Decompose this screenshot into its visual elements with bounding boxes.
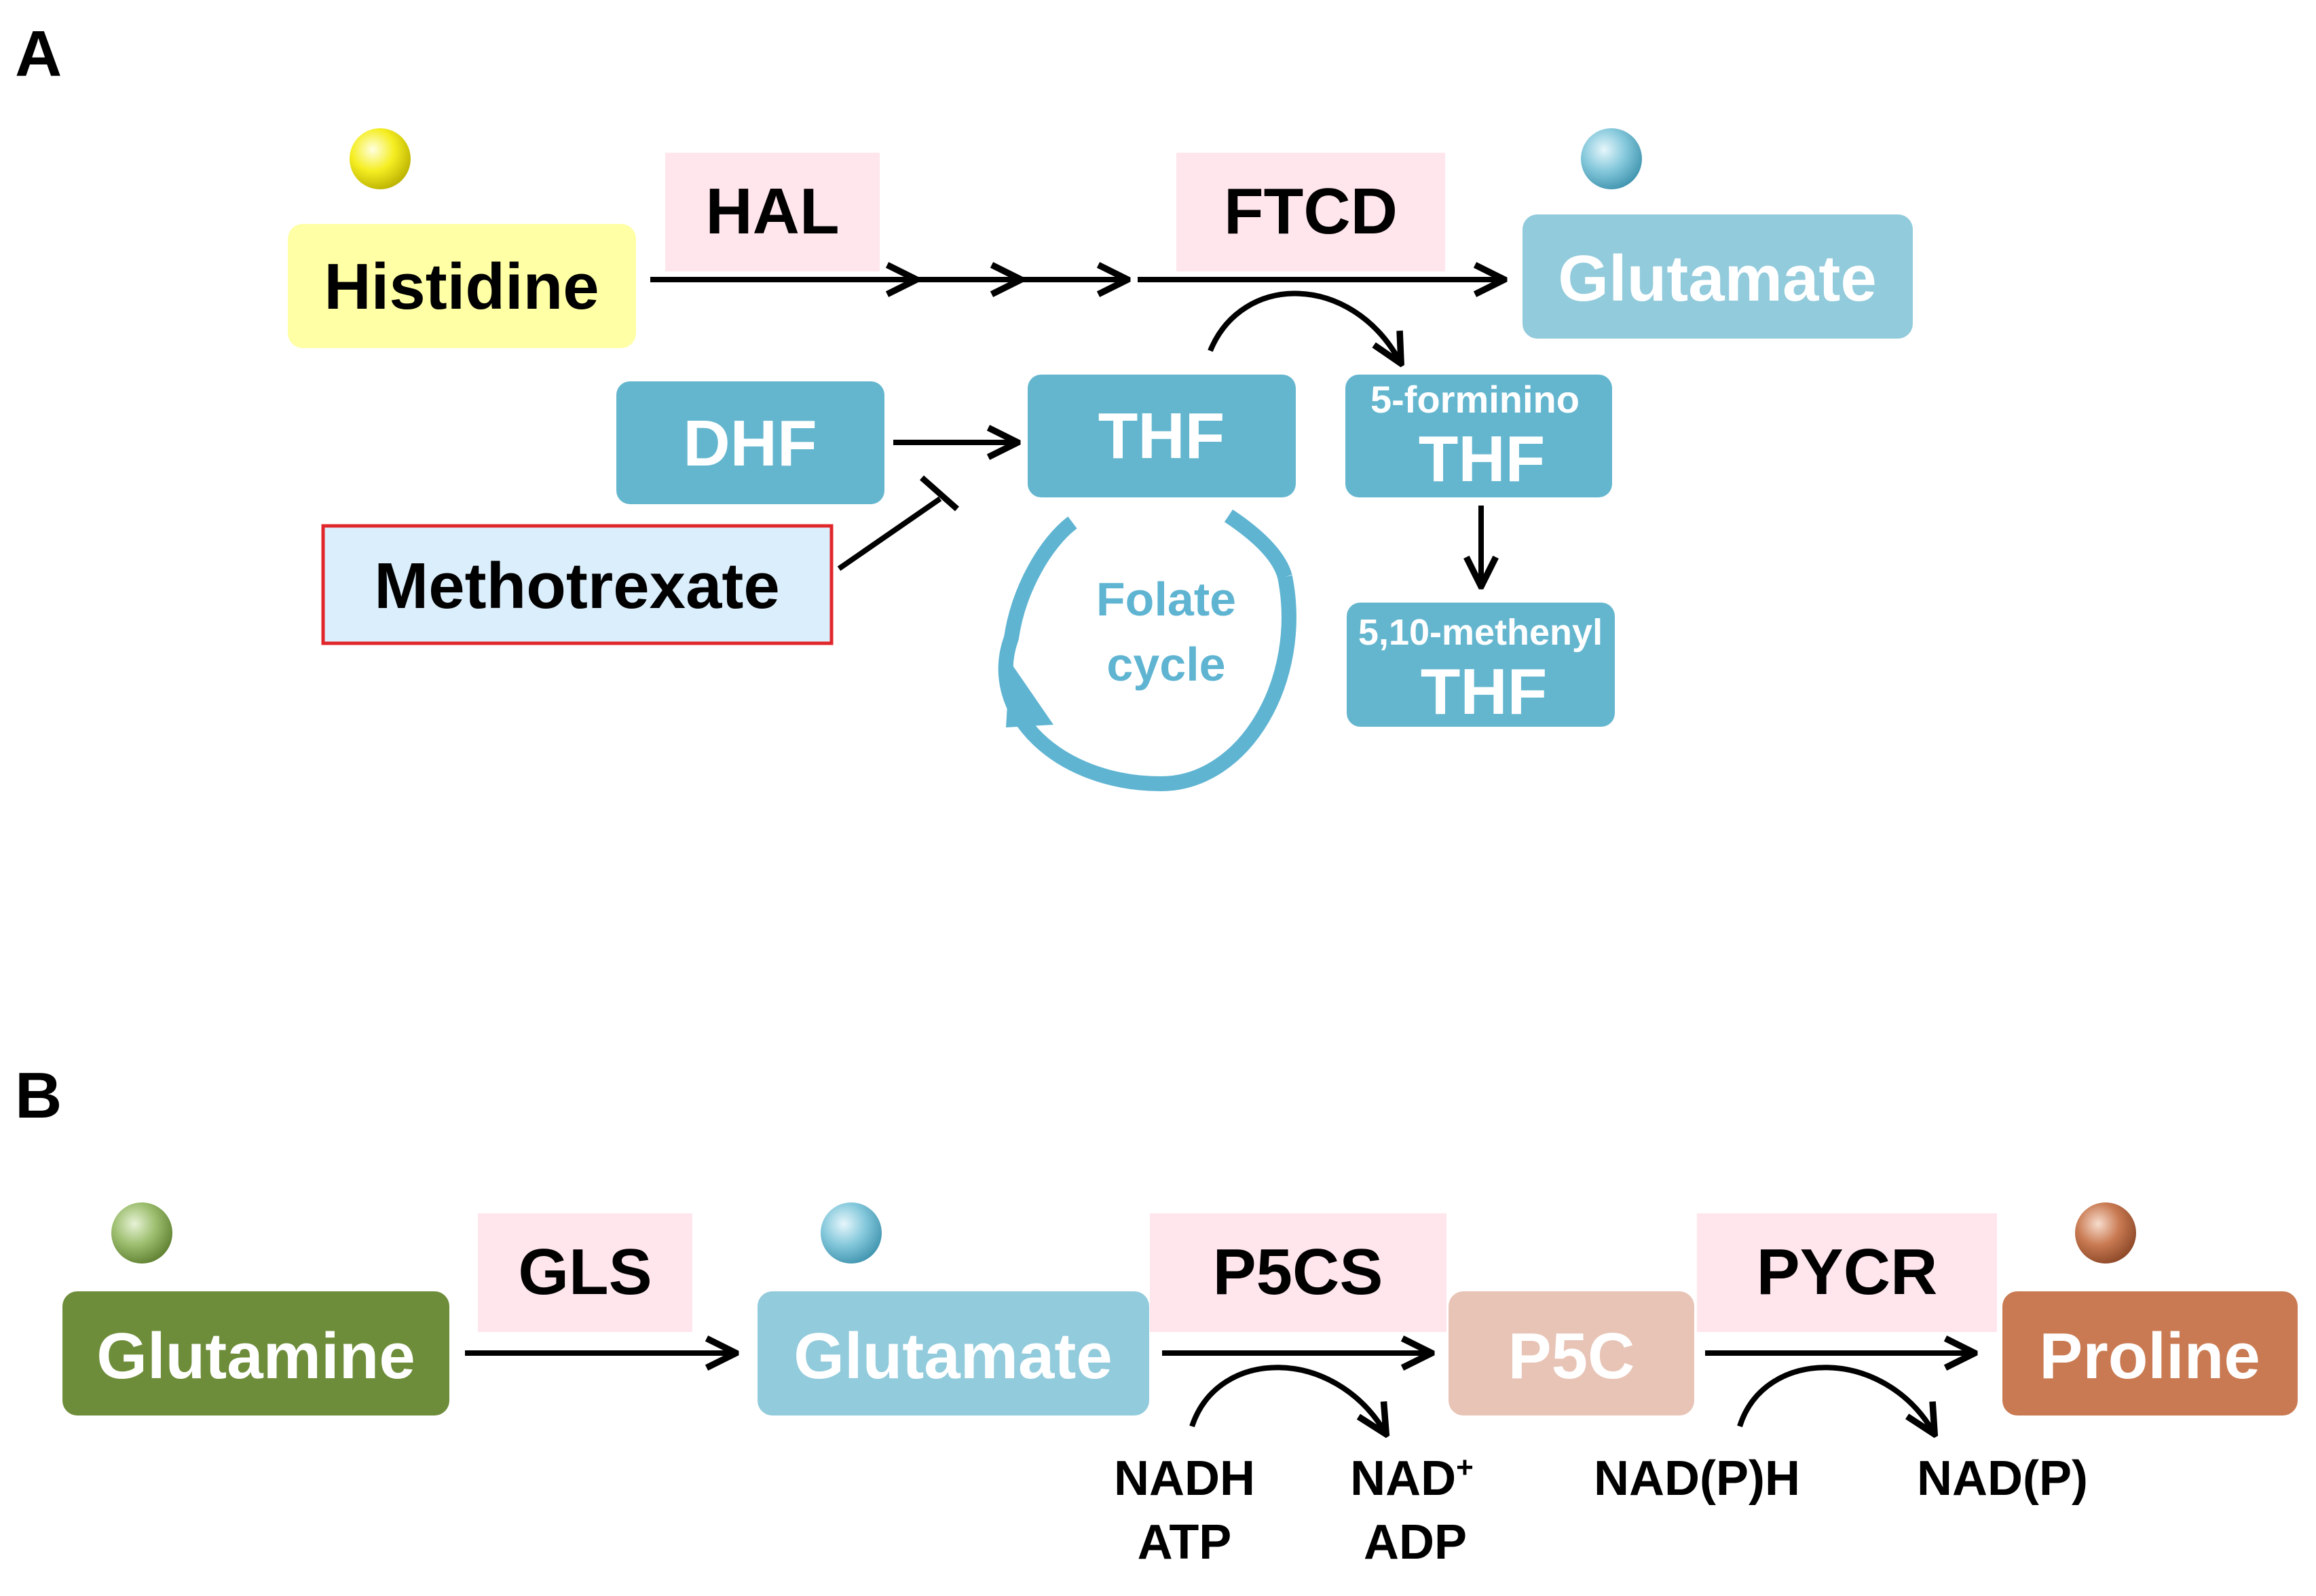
thf-to-formimino-curve-arrow (1208, 290, 1400, 361)
gls-label: GLS (518, 1236, 652, 1308)
dhf-label: DHF (683, 407, 817, 480)
formimino-thf-box (1345, 375, 1612, 497)
glutamate-ball-icon (1581, 128, 1642, 189)
thf-label: THF (1098, 400, 1225, 472)
folate-cycle-line1: Folate (1096, 573, 1236, 626)
glutamate-label-b: Glutamate (793, 1320, 1112, 1392)
p5c-box (1449, 1291, 1694, 1416)
glutamate-box-b (758, 1291, 1149, 1416)
p5cs-cofactor-curve-arrow (1189, 1365, 1385, 1432)
nadph-label: NAD(P)H (1594, 1451, 1800, 1506)
methotrexate-box (321, 524, 834, 645)
nad-plus-label: NAD+ (1350, 1451, 1474, 1506)
p5cs-box (1150, 1213, 1446, 1332)
proline-label: Proline (2039, 1320, 2260, 1392)
ftcd-label: FTCD (1224, 175, 1398, 248)
folate-cycle-arrowhead-icon (1006, 662, 1053, 727)
glutamine-ball-icon (111, 1202, 172, 1264)
pycr-box (1697, 1213, 1997, 1332)
folate-cycle-icon (998, 509, 1296, 792)
glutamate-box-a (1523, 214, 1913, 339)
glutamate-label-a: Glutamate (1558, 242, 1876, 315)
thf-box (1028, 375, 1296, 497)
methenyl-thf-box (1347, 603, 1615, 727)
atp-label: ATP (1138, 1515, 1232, 1570)
nadh-label: NADH (1114, 1451, 1255, 1506)
p5cs-label: P5CS (1213, 1236, 1383, 1308)
hal-label: HAL (705, 175, 839, 248)
methotrexate-label: Methotrexate (374, 550, 779, 622)
glutamine-label: Glutamine (96, 1320, 415, 1392)
hal-box (665, 153, 880, 271)
pycr-cofactor-curve-arrow (1737, 1365, 1933, 1432)
methenyl-thf-top: 5,10-methenyl (1358, 612, 1603, 653)
gls-box (478, 1213, 692, 1332)
dhf-box (616, 381, 884, 504)
panel-a-label: A (15, 18, 62, 90)
ftcd-box (1176, 153, 1445, 271)
nadp-label: NAD(P) (1917, 1451, 2088, 1506)
formimino-thf-top: 5-forminino (1370, 378, 1580, 421)
glutamate-ball-b-icon (821, 1202, 882, 1264)
proline-box (2002, 1291, 2298, 1416)
p5c-label: P5C (1508, 1320, 1635, 1392)
folate-cycle-line2: cycle (1106, 638, 1225, 691)
panel-b-label: B (15, 1059, 62, 1132)
nad-text: NAD (1350, 1451, 1456, 1506)
glutamine-box (62, 1291, 449, 1416)
methotrexate-inhibition-line (837, 496, 942, 571)
methenyl-thf-bottom: THF (1421, 656, 1548, 728)
formimino-thf-bottom: THF (1419, 423, 1546, 495)
proline-ball-icon (2075, 1202, 2136, 1264)
nad-plus-superscript: + (1456, 1451, 1474, 1484)
pycr-label: PYCR (1757, 1236, 1938, 1308)
histidine-label: Histidine (324, 250, 599, 323)
inhibition-bar (920, 475, 959, 512)
histidine-box (288, 224, 636, 348)
histidine-ball-icon (350, 128, 411, 189)
adp-label: ADP (1364, 1515, 1467, 1570)
